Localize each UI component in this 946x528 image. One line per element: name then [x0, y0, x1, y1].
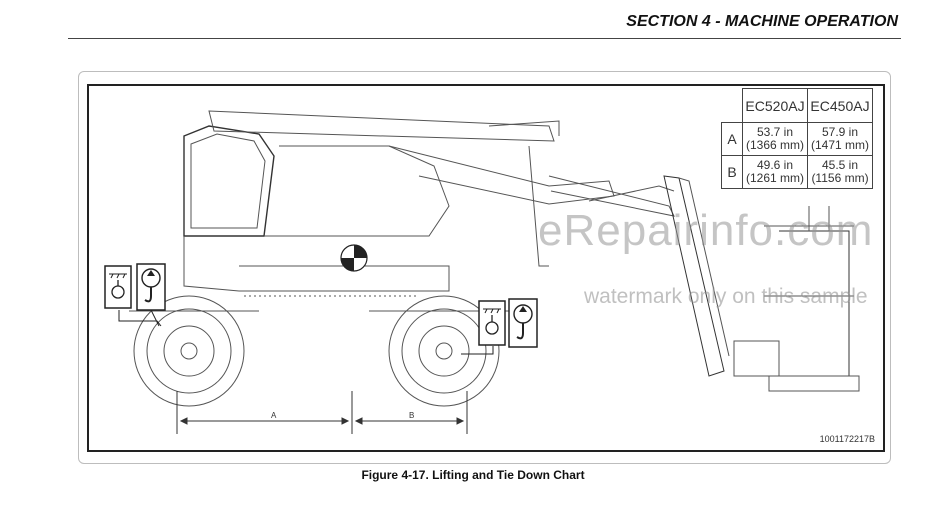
table-header-model-1: EC520AJ — [742, 88, 808, 123]
tie-down-icon — [104, 265, 132, 309]
table-header-model-2: EC450AJ — [807, 88, 873, 123]
dimension-b-label: B — [409, 411, 414, 420]
table-cell: 49.6 in (1261 mm) — [742, 155, 808, 189]
tie-down-icon — [478, 300, 506, 346]
watermark-main: eRepairinfo.com — [538, 206, 874, 255]
part-number: 1001172217B — [819, 434, 875, 444]
header-rule — [68, 38, 901, 39]
cell-inches: 45.5 in — [821, 158, 859, 172]
table-row: A 53.7 in (1366 mm) 57.9 in (1471 mm) — [721, 122, 873, 156]
row-label-a: A — [721, 122, 743, 156]
table-corner — [721, 88, 743, 123]
row-label-b: B — [721, 155, 743, 189]
dimension-spec-table: EC520AJ EC450AJ A 53.7 in (1366 mm) 57.9… — [721, 88, 873, 189]
center-of-gravity-icon — [340, 244, 368, 272]
figure-drawing-area: A B EC520AJ EC450AJ A 53.7 in (1366 mm) … — [87, 84, 885, 452]
table-cell: 57.9 in (1471 mm) — [807, 122, 873, 156]
cell-inches: 53.7 in — [756, 125, 794, 139]
watermark-sub: watermark only on this sample — [584, 285, 868, 308]
table-cell: 45.5 in (1156 mm) — [807, 155, 873, 189]
machine-line-drawing: A B — [104, 110, 860, 434]
lifting-hook-icon — [136, 263, 166, 311]
cell-mm: (1156 mm) — [811, 171, 869, 185]
lifting-hook-icon — [508, 298, 538, 348]
section-title: SECTION 4 - MACHINE OPERATION — [626, 13, 898, 30]
figure-frame — [78, 71, 891, 464]
figure-caption: Figure 4-17. Lifting and Tie Down Chart — [361, 468, 585, 482]
table-row: B 49.6 in (1261 mm) 45.5 in (1156 mm) — [721, 155, 873, 189]
cell-inches: 57.9 in — [821, 125, 859, 139]
dimension-a-label: A — [271, 411, 277, 420]
cell-mm: (1366 mm) — [745, 138, 804, 152]
table-cell: 53.7 in (1366 mm) — [742, 122, 808, 156]
cell-mm: (1261 mm) — [745, 171, 804, 185]
cell-inches: 49.6 in — [756, 158, 794, 172]
cell-mm: (1471 mm) — [810, 138, 869, 152]
